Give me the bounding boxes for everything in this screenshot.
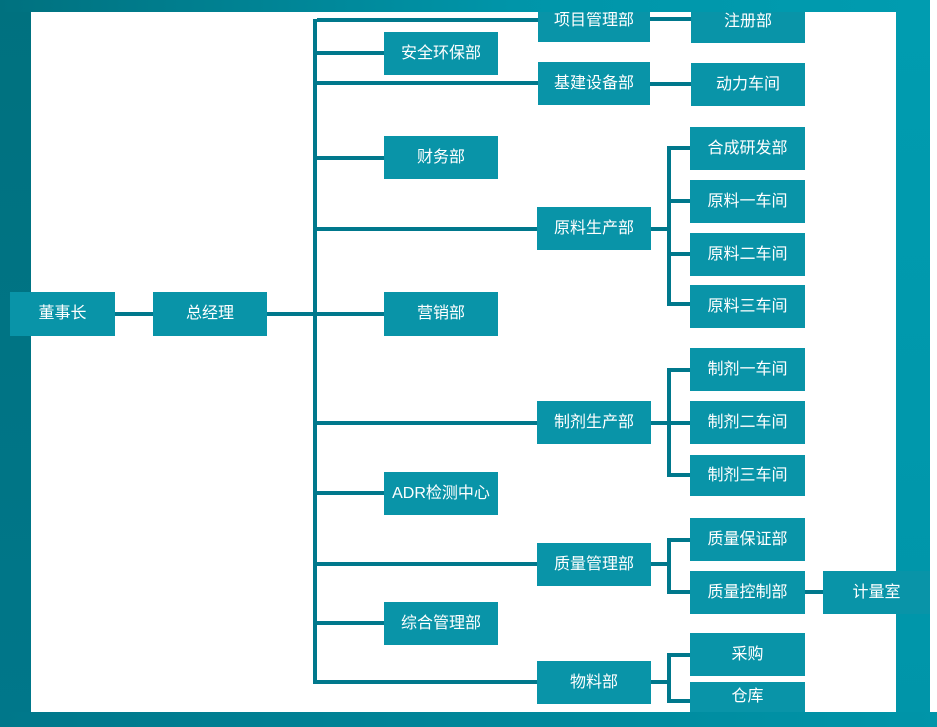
connector-to-adr-center (317, 491, 384, 495)
frame-top-band (0, 0, 930, 12)
org-node-quality-assurance[interactable]: 质量保证部 (690, 518, 805, 561)
connector-to-finance (317, 156, 384, 160)
connector-materials-vertical (667, 653, 671, 703)
org-node-adr-center[interactable]: ADR检测中心 (384, 472, 498, 515)
connector-to-synthesis-rd (671, 146, 690, 150)
connector-prep-vertical (667, 368, 671, 477)
connector-to-raw-production (317, 227, 537, 231)
org-node-warehouse[interactable]: 仓库 (690, 682, 805, 712)
org-node-finance[interactable]: 财务部 (384, 136, 498, 179)
org-node-materials[interactable]: 物料部 (537, 661, 651, 704)
frame-left-band (0, 0, 31, 727)
org-node-synthesis-rd[interactable]: 合成研发部 (690, 127, 805, 170)
org-node-infra-equipment[interactable]: 基建设备部 (538, 62, 650, 105)
connector-raw-stub (651, 227, 671, 231)
connector-to-purchasing (671, 653, 690, 657)
connector-materials-stub (651, 680, 671, 684)
connector-to-prep-workshop-1 (671, 368, 690, 372)
org-node-general-mgmt[interactable]: 综合管理部 (384, 602, 498, 645)
connector-to-prep-workshop-3 (671, 473, 690, 477)
connector-trunk (313, 19, 317, 684)
org-node-purchasing[interactable]: 采购 (690, 633, 805, 676)
org-node-metrology-room[interactable]: 计量室 (823, 571, 930, 614)
connector-to-infra-equipment (317, 81, 538, 85)
org-node-power-workshop[interactable]: 动力车间 (691, 63, 805, 106)
frame-bottom-band (0, 712, 937, 727)
connector-gm-to-trunk (267, 312, 317, 316)
org-node-quality-control[interactable]: 质量控制部 (690, 571, 805, 614)
org-node-safety-env[interactable]: 安全环保部 (384, 32, 498, 75)
org-node-quality-mgmt[interactable]: 质量管理部 (537, 543, 651, 586)
org-node-marketing[interactable]: 营销部 (384, 292, 498, 336)
connector-to-project-mgmt (317, 18, 538, 22)
connector-to-general-mgmt (317, 621, 384, 625)
connector-to-prep-workshop-2 (671, 421, 690, 425)
connector-to-raw-workshop-1 (671, 199, 690, 203)
org-node-general-manager[interactable]: 总经理 (153, 292, 267, 336)
connector-to-prep-production (317, 421, 537, 425)
connector-project-to-registration (650, 17, 691, 21)
org-node-raw-workshop-2[interactable]: 原料二车间 (690, 233, 805, 276)
org-node-raw-workshop-3[interactable]: 原料三车间 (690, 285, 805, 328)
connector-infra-to-power (650, 82, 691, 86)
org-node-prep-production[interactable]: 制剂生产部 (537, 401, 651, 444)
connector-to-quality-assurance (671, 538, 690, 542)
org-node-raw-workshop-1[interactable]: 原料一车间 (690, 180, 805, 223)
connector-to-quality-mgmt (317, 562, 537, 566)
connector-prep-stub (651, 421, 671, 425)
org-node-raw-production[interactable]: 原料生产部 (537, 207, 651, 250)
connector-quality-stub (651, 562, 671, 566)
org-node-chairman[interactable]: 董事长 (10, 292, 115, 336)
connector-to-marketing (317, 312, 384, 316)
connector-to-raw-workshop-2 (671, 252, 690, 256)
connector-qc-to-metrology (805, 590, 823, 594)
connector-to-warehouse (671, 699, 690, 703)
org-node-prep-workshop-2[interactable]: 制剂二车间 (690, 401, 805, 444)
org-node-prep-workshop-3[interactable]: 制剂三车间 (690, 455, 805, 496)
org-node-prep-workshop-1[interactable]: 制剂一车间 (690, 348, 805, 391)
connector-to-safety-env (317, 51, 384, 55)
connector-chairman-to-gm (115, 312, 153, 316)
connector-to-quality-control (671, 590, 690, 594)
connector-to-raw-workshop-3 (671, 302, 690, 306)
connector-raw-vertical (667, 146, 671, 306)
connector-quality-vertical (667, 538, 671, 594)
connector-to-materials (317, 680, 537, 684)
